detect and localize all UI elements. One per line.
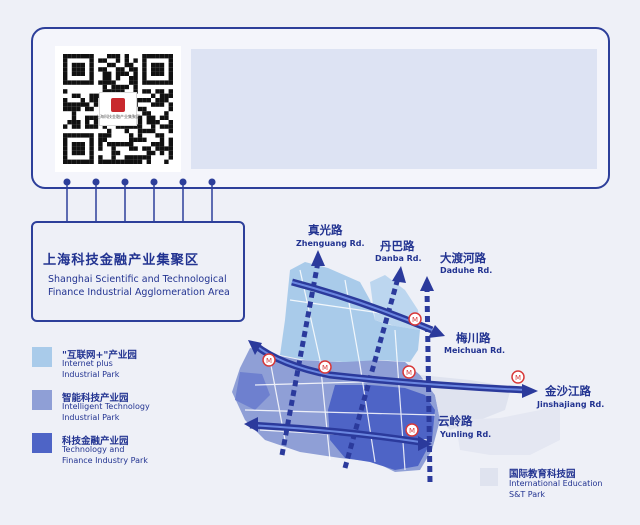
arrow-up-icon (311, 250, 325, 266)
metro-icon: M (405, 423, 419, 437)
area-title-en-line2: Finance Industrial Agglomeration Area (48, 287, 230, 298)
metro-icon: M (318, 360, 332, 374)
legend-label-en-line2: Industrial Park (62, 369, 120, 379)
legend-label-cn: 智能科技产业园 (62, 393, 129, 404)
park-internet-plus-east (370, 275, 420, 330)
info-placeholder-block (191, 49, 597, 169)
legend-label-en-line1: Internet plus (62, 359, 113, 368)
road-label-meichuan-en: Meichuan Rd. (444, 346, 506, 355)
arrow-left-icon (244, 417, 258, 432)
metro-icon: M (511, 370, 525, 384)
svg-text:M: M (322, 364, 328, 372)
arrow-up-icon (392, 266, 406, 283)
arrow-right-icon (418, 436, 432, 451)
svg-text:M: M (406, 369, 412, 377)
road-zhenguang-line (279, 250, 325, 456)
brand-logo-icon (111, 98, 125, 112)
metro-icon: M (408, 312, 422, 326)
contact-panel: 上海科技金融产业集聚区 (31, 27, 610, 189)
road-label-zhenguang-cn: 真光路 (308, 223, 343, 237)
arrow-up-icon (420, 276, 434, 291)
arrow-left-icon (248, 340, 262, 355)
park-international-education-east (455, 400, 560, 455)
legend-label-en: Technology and Finance Industry Park (62, 445, 148, 466)
area-title-box: 上海科技金融产业集聚区 Shanghai Scientific and Tech… (31, 221, 245, 322)
park-west-fragment (235, 372, 270, 410)
road-label-danba-cn: 丹巴路 (380, 239, 415, 253)
metro-icon: M (262, 353, 276, 367)
legend-label-en-line1: Technology and (62, 445, 125, 454)
metro-icon: M (402, 365, 416, 379)
svg-text:M: M (409, 427, 415, 435)
legend-label-en-line2: S&T Park (509, 489, 546, 499)
legend-label-cn: "互联网+"产业园 (62, 350, 137, 361)
qr-logo-caption: 上海科技金融产业集聚区 (96, 114, 140, 119)
qr-code-icon: 上海科技金融产业集聚区 (55, 46, 181, 172)
road-label-yunling-cn: 云岭路 (438, 414, 473, 428)
area-title-en-line1: Shanghai Scientific and Technological (48, 274, 227, 285)
svg-text:M: M (266, 357, 272, 365)
road-label-daduhe-en: Daduhe Rd. (440, 266, 493, 275)
metro-icons: M M M M M M (262, 312, 525, 437)
road-label-danba-en: Danba Rd. (375, 254, 422, 263)
legend-label-en: Intelligent Technology Industrial Park (62, 402, 150, 423)
road-jinshajiang-line (248, 340, 538, 398)
connector-lines (63, 178, 216, 222)
road-yunling-line (244, 417, 432, 451)
svg-text:M: M (412, 316, 418, 324)
road-label-jinshajiang-cn: 金沙江路 (545, 384, 591, 398)
legend-label-cn: 科技金融产业园 (62, 436, 129, 447)
legend-label-en-line2: Finance Industry Park (62, 455, 148, 465)
svg-text:M: M (515, 374, 521, 382)
legend-label-en-line1: Intelligent Technology (62, 402, 150, 411)
legend-label-international-education-cn: 国际教育科技园 (509, 469, 576, 480)
road-label-daduhe-cn: 大渡河路 (440, 251, 486, 265)
arrow-right-icon (428, 325, 445, 338)
road-daduhe-line (420, 276, 434, 483)
legend-swatch (32, 347, 52, 367)
legend-label-en: Internet plus Industrial Park (62, 359, 119, 380)
legend-swatch (32, 433, 52, 453)
area-title-en: Shanghai Scientific and Technological Fi… (48, 273, 243, 299)
road-label-yunling-en: Yunling Rd. (440, 430, 492, 439)
legend-swatch-international-education (480, 468, 498, 486)
park-technology-finance (328, 385, 435, 470)
legend-label-en-line2: Industrial Park (62, 412, 120, 422)
legend-swatch (32, 390, 52, 410)
road-label-meichuan-cn: 梅川路 (456, 331, 491, 345)
road-label-zhenguang-en: Zhenguang Rd. (296, 239, 365, 248)
arrow-right-icon (522, 384, 538, 398)
legend-label-international-education-en: International Education S&T Park (509, 479, 602, 500)
legend-label-en-line1: International Education (509, 479, 603, 488)
area-title-cn: 上海科技金融产业集聚区 (43, 253, 200, 268)
qr-logo: 上海科技金融产业集聚区 (96, 92, 140, 126)
road-label-jinshajiang-en: Jinshajiang Rd. (537, 400, 605, 409)
